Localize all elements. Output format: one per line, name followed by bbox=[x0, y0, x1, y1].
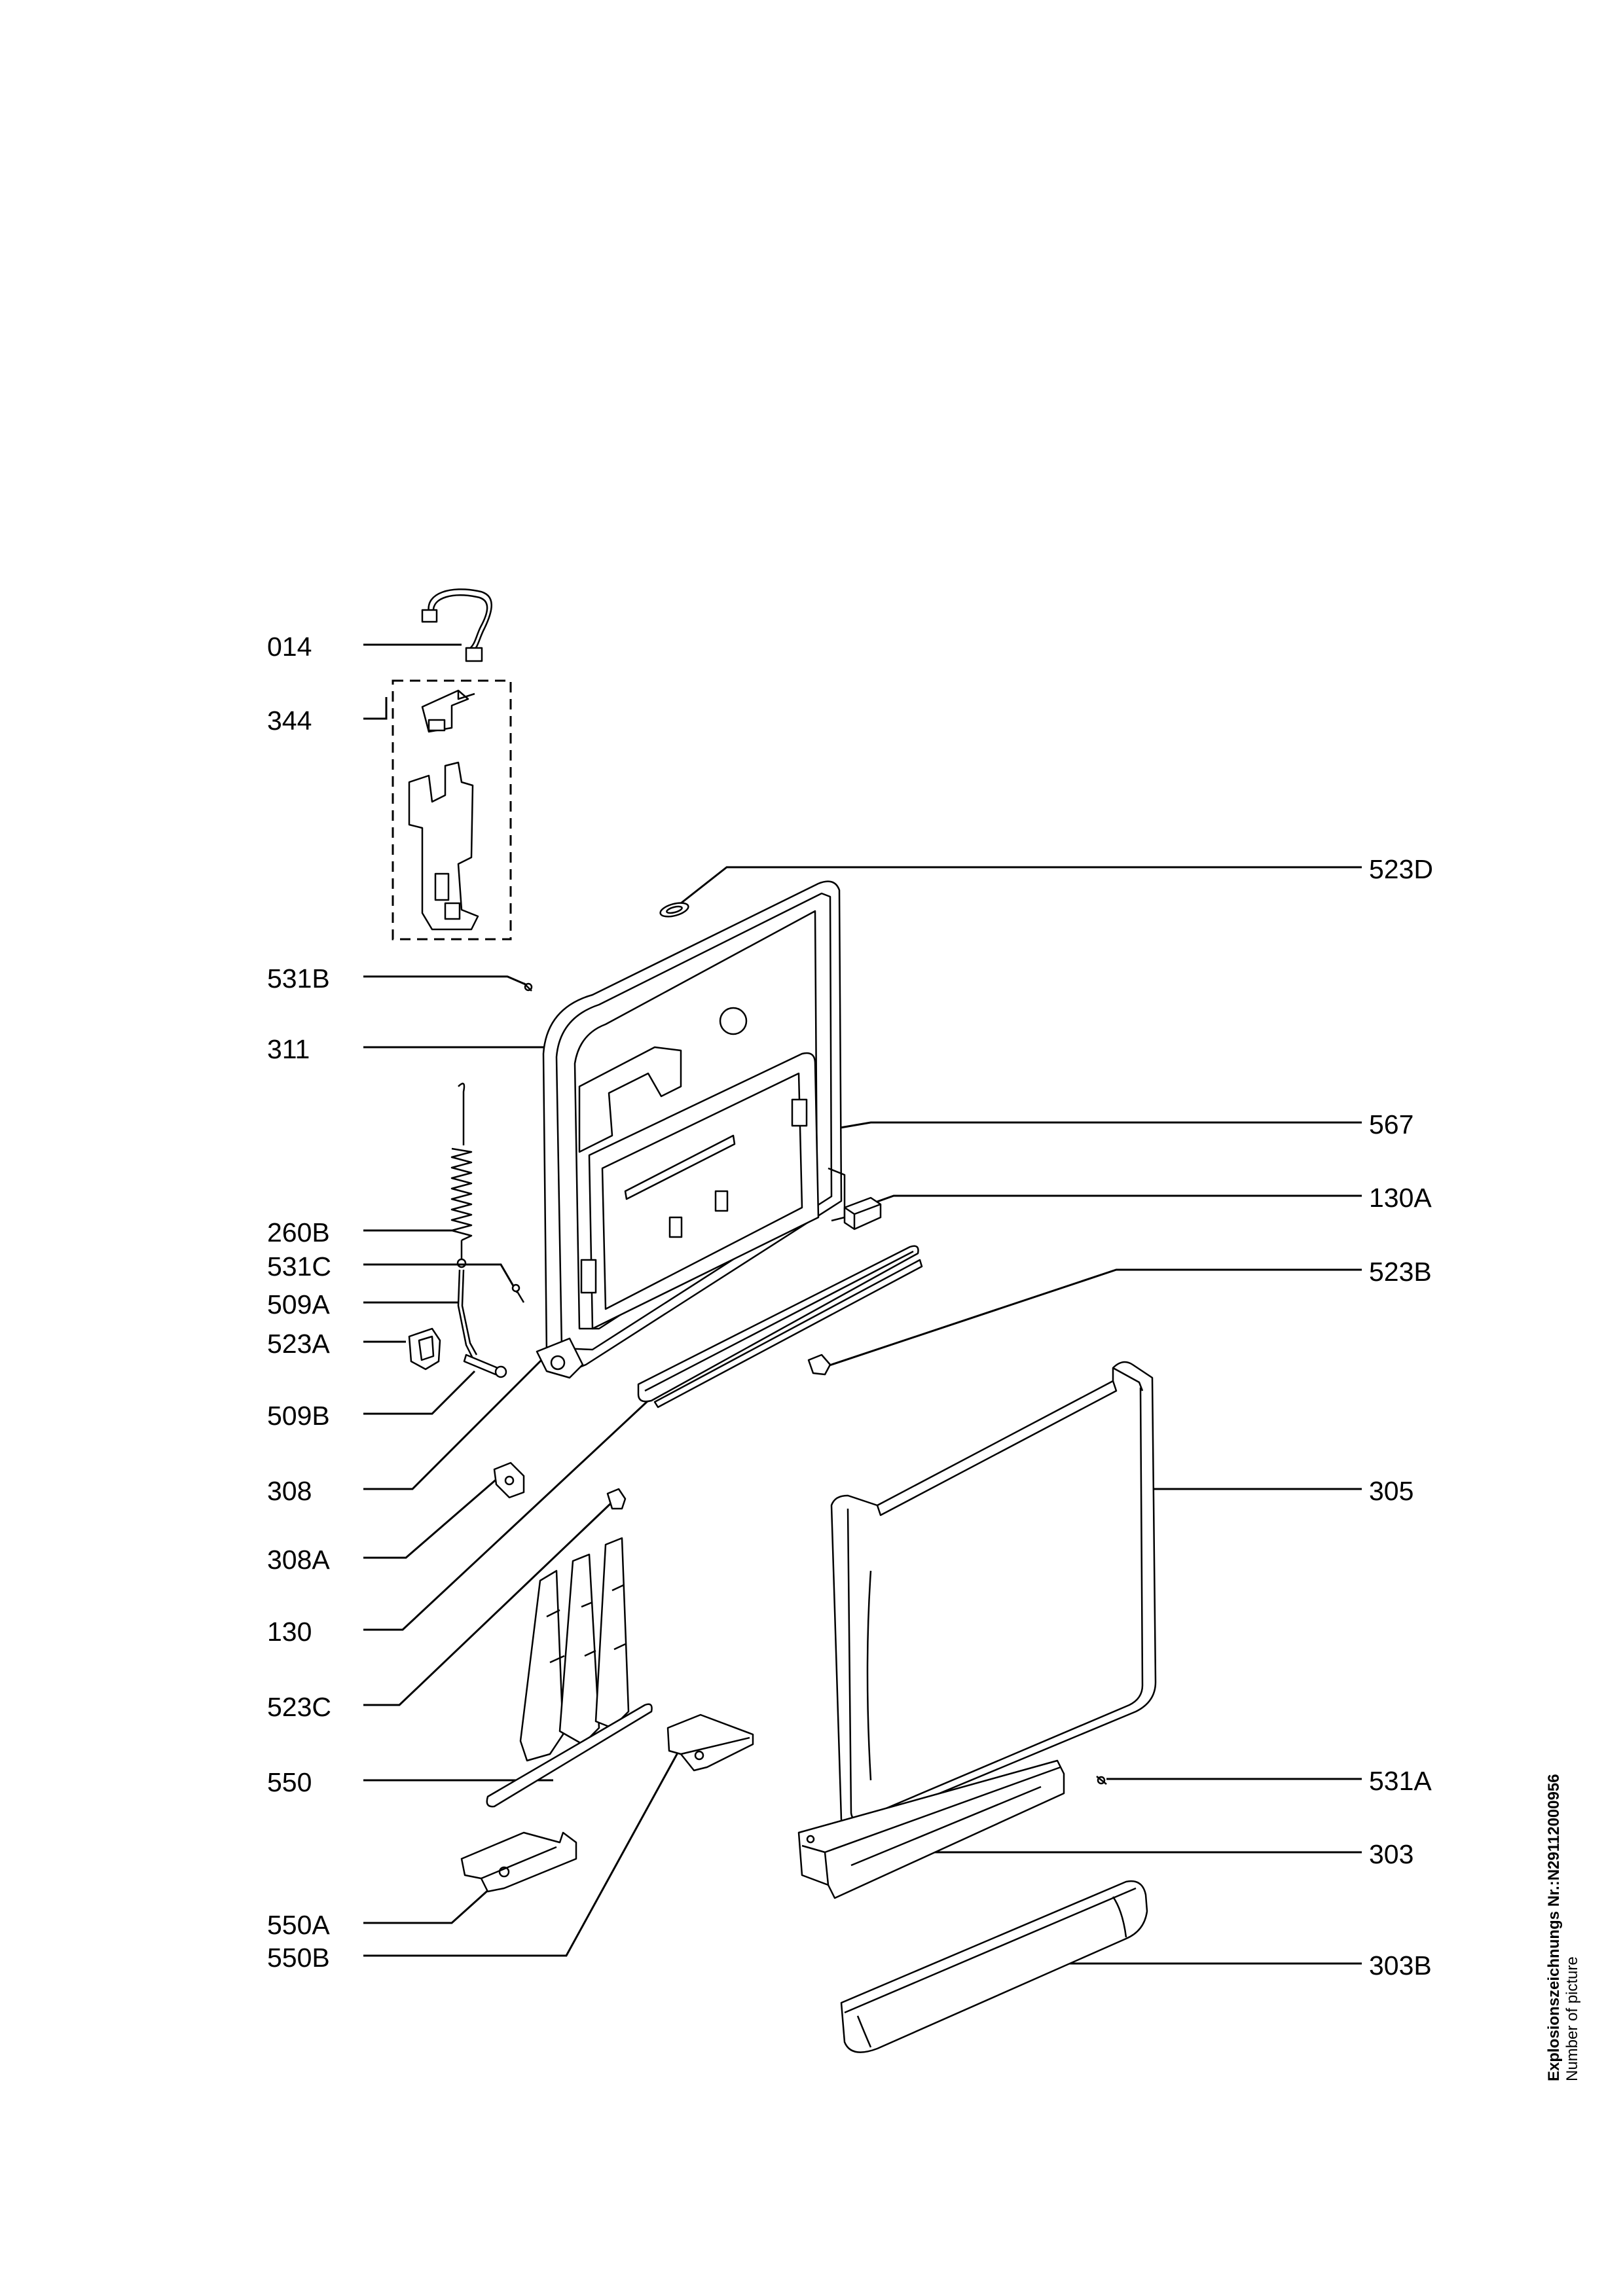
part-509B-pin bbox=[463, 1354, 507, 1378]
label-523B: 523B bbox=[1369, 1257, 1432, 1287]
label-567: 567 bbox=[1369, 1109, 1414, 1139]
part-523A-clamp bbox=[408, 1327, 441, 1371]
part-531C-screw bbox=[511, 1283, 525, 1303]
label-303B: 303B bbox=[1369, 1950, 1432, 1981]
drawing-number: Explosionszeichnungs Nr.:N29112000956 bbox=[1545, 1774, 1563, 2081]
label-308A: 308A bbox=[267, 1545, 330, 1575]
label-308: 308 bbox=[267, 1476, 312, 1506]
part-311-inner-door bbox=[536, 880, 846, 1379]
drawing-number-caption: Number of picture bbox=[1563, 1956, 1581, 2081]
leader-308 bbox=[363, 1350, 551, 1490]
label-531C: 531C bbox=[267, 1251, 332, 1282]
part-523D-clip bbox=[659, 902, 689, 918]
part-509A-link bbox=[457, 1269, 478, 1359]
leader-344 bbox=[363, 697, 388, 720]
part-305-outer-panel bbox=[830, 1361, 1157, 1829]
leader-550B bbox=[363, 1740, 685, 1957]
label-523C: 523C bbox=[267, 1692, 332, 1722]
leader-531B bbox=[363, 975, 528, 986]
label-260B: 260B bbox=[267, 1217, 330, 1247]
label-014: 014 bbox=[267, 632, 312, 662]
part-523C-clip bbox=[606, 1488, 627, 1510]
leader-509B bbox=[363, 1370, 476, 1415]
part-308A-bracket bbox=[493, 1462, 525, 1499]
leader-130 bbox=[363, 1399, 649, 1631]
label-305: 305 bbox=[1369, 1476, 1414, 1506]
label-550B: 550B bbox=[267, 1943, 330, 1973]
label-130A: 130A bbox=[1369, 1183, 1432, 1213]
part-130-rail bbox=[637, 1245, 923, 1408]
label-531B: 531B bbox=[267, 963, 330, 994]
label-523A: 523A bbox=[267, 1329, 330, 1359]
leader-523B bbox=[821, 1268, 1362, 1369]
leader-550A bbox=[363, 1880, 499, 1924]
part-523B-clip bbox=[807, 1354, 831, 1376]
leader-531C bbox=[363, 1263, 519, 1293]
part-531A-screw bbox=[1096, 1776, 1107, 1785]
label-509B: 509B bbox=[267, 1401, 330, 1431]
part-303B-plinth bbox=[840, 1880, 1148, 2053]
label-550A: 550A bbox=[267, 1910, 330, 1940]
label-523D: 523D bbox=[1369, 854, 1434, 884]
leader-130A bbox=[864, 1194, 1362, 1208]
label-531A: 531A bbox=[1369, 1766, 1432, 1796]
dashed-group-box bbox=[392, 679, 512, 941]
label-303: 303 bbox=[1369, 1839, 1414, 1869]
connector-icon bbox=[421, 609, 438, 623]
label-550: 550 bbox=[267, 1767, 312, 1797]
part-260B-spring bbox=[450, 1083, 473, 1268]
label-344: 344 bbox=[267, 706, 312, 736]
leader-523D bbox=[680, 866, 1362, 905]
part-303-kick-plate bbox=[797, 1759, 1065, 1899]
leader-308A bbox=[363, 1471, 505, 1559]
leader-523C bbox=[363, 1501, 613, 1706]
part-550A-foot bbox=[460, 1831, 577, 1893]
label-311: 311 bbox=[267, 1034, 310, 1064]
part-550-support bbox=[486, 1537, 653, 1808]
label-130: 130 bbox=[267, 1617, 312, 1647]
part-550B-foot bbox=[666, 1713, 754, 1772]
part-130A-block bbox=[843, 1196, 882, 1230]
label-509A: 509A bbox=[267, 1289, 330, 1319]
part-531B-screw bbox=[523, 982, 533, 992]
part-344-lock-assembly bbox=[392, 679, 512, 941]
connector-icon bbox=[465, 647, 483, 662]
part-014-wiring-harness bbox=[421, 588, 492, 662]
